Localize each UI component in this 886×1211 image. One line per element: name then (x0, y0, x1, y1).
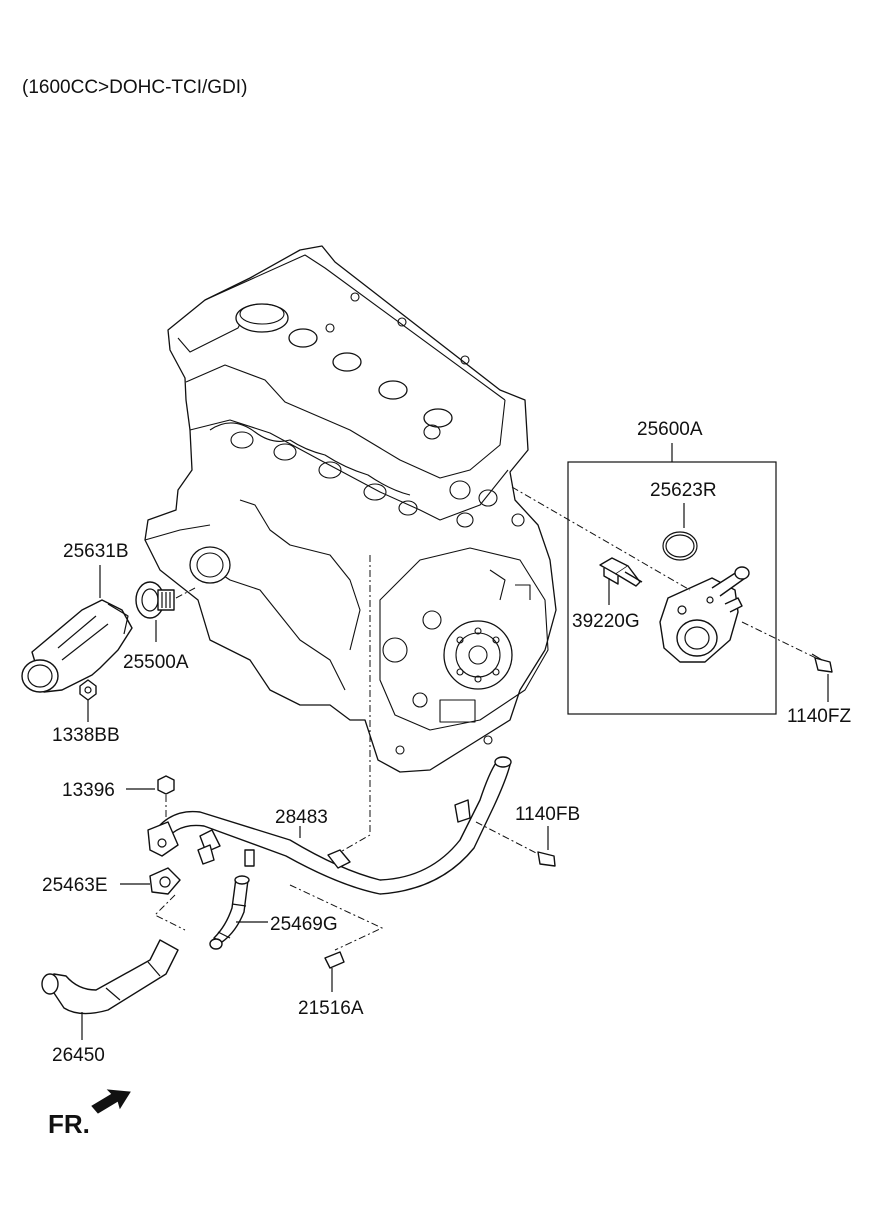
label-39220G: 39220G (572, 611, 640, 632)
nut-1338BB (79, 679, 97, 701)
nut-13396 (157, 775, 175, 795)
bolt-1140FZ (811, 653, 833, 673)
label-1140FB: 1140FB (515, 804, 580, 825)
front-direction-label: FR. (48, 1109, 90, 1139)
label-1140FZ: 1140FZ (787, 706, 851, 727)
label-21516A: 21516A (298, 998, 364, 1019)
label-1338BB: 1338BB (52, 725, 120, 746)
label-25463E: 25463E (42, 875, 108, 896)
water-outlet-housing (659, 566, 750, 663)
hose-25469G (209, 875, 250, 950)
engine-spec-title: (1600CC>DOHC-TCI/GDI) (22, 77, 247, 98)
label-13396: 13396 (62, 780, 115, 801)
label-26450: 26450 (52, 1045, 105, 1066)
label-25600A: 25600A (637, 419, 703, 440)
water-pipe-28483 (147, 756, 512, 895)
label-25623R: 25623R (650, 480, 717, 501)
label-25631B: 25631B (63, 541, 129, 562)
bolt-1140FB (537, 851, 556, 867)
thermostat-25500A (135, 581, 175, 619)
bolt-21516A (324, 951, 345, 969)
label-25469G: 25469G (270, 914, 338, 935)
water-inlet-fitting-25631B (21, 599, 133, 693)
gasket-25463E (149, 867, 181, 895)
front-direction-arrow-icon (91, 1089, 131, 1114)
label-28483: 28483 (275, 807, 328, 828)
hose-26450 (41, 939, 179, 1015)
engine-block-illustration (144, 245, 557, 773)
o-ring-25623R (662, 531, 698, 561)
label-25500A: 25500A (123, 652, 189, 673)
temperature-sensor-39220G (599, 557, 643, 587)
